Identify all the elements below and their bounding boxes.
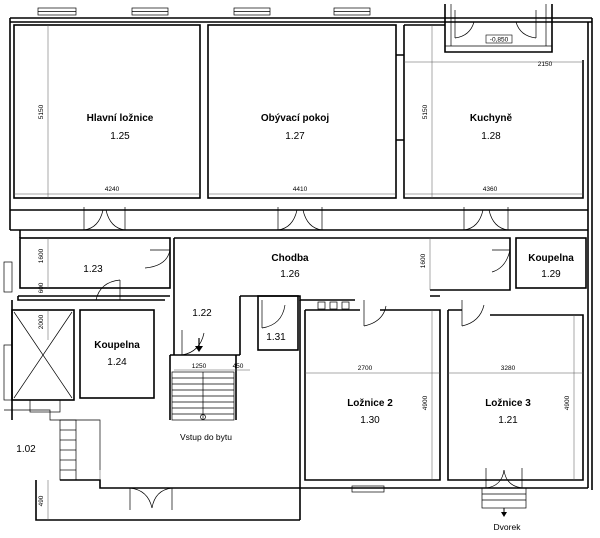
dim-4900-a: 4900 <box>422 395 429 410</box>
room-number-1-25: 1.25 <box>110 131 130 142</box>
dim-1600-left: 1600 <box>38 248 45 263</box>
room-name-obyvaci-pokoj: Obývací pokoj <box>261 113 330 124</box>
bedroom-windows <box>351 485 527 509</box>
balcony: -0,850 <box>444 4 553 53</box>
yard-label: Dvorek <box>494 522 522 532</box>
entrance-arrow <box>195 338 203 352</box>
dim-2150: 2150 <box>538 61 553 68</box>
dim-4240: 4240 <box>105 186 120 193</box>
dim-4900-b: 4900 <box>564 395 571 410</box>
room-name-loznice-2: Ložnice 2 <box>347 398 393 409</box>
room-name-loznice-3: Ložnice 3 <box>485 398 531 409</box>
dim-5150-left: 5150 <box>38 104 45 119</box>
walls <box>3 17 593 521</box>
top-windows <box>37 7 371 16</box>
balcony-level: -0,850 <box>490 37 509 44</box>
dim-4410: 4410 <box>293 186 308 193</box>
room-number-1-02: 1.02 <box>16 444 36 455</box>
room-name-koupelna-129: Koupelna <box>528 253 574 264</box>
room-number-1-27: 1.27 <box>285 131 305 142</box>
room-number-1-21: 1.21 <box>498 415 518 426</box>
room-number-1-22: 1.22 <box>192 308 212 319</box>
room-name-hlavni-loznice: Hlavní ložnice <box>87 113 154 124</box>
dim-600: 600 <box>38 282 45 293</box>
room-name-chodba: Chodba <box>271 253 309 264</box>
room-number-1-31: 1.31 <box>266 332 286 343</box>
room-number-1-26: 1.26 <box>280 269 300 280</box>
room-labels: Hlavní ložnice 1.25 Obývací pokoj 1.27 K… <box>16 113 574 455</box>
dim-3280: 3280 <box>501 365 516 372</box>
dimension-texts: 5150 5150 4240 4410 4360 2150 1600 1600 … <box>38 61 571 506</box>
entrance-stairs <box>171 371 235 421</box>
room-number-1-30: 1.30 <box>360 415 380 426</box>
other-labels: Vstup do bytu Dvorek <box>180 432 521 532</box>
room-number-1-23: 1.23 <box>83 264 103 275</box>
dim-490: 490 <box>38 495 45 506</box>
dim-1250: 1250 <box>192 363 207 370</box>
dim-1600-mid: 1600 <box>420 253 427 268</box>
lower-stairs <box>4 399 101 481</box>
dim-2000: 2000 <box>38 314 45 329</box>
dimension-lines <box>14 25 583 520</box>
dim-5150-right: 5150 <box>422 104 429 119</box>
room-number-1-24: 1.24 <box>107 357 127 368</box>
yard-arrow <box>501 508 507 517</box>
room-name-kuchyne: Kuchyně <box>470 113 513 124</box>
room-number-1-28: 1.28 <box>481 131 501 142</box>
dim-450: 450 <box>233 363 244 370</box>
dim-4360: 4360 <box>483 186 498 193</box>
doors <box>83 207 523 510</box>
dim-2700: 2700 <box>358 365 373 372</box>
room-name-koupelna-124: Koupelna <box>94 340 140 351</box>
room-number-1-29: 1.29 <box>541 269 561 280</box>
entrance-label: Vstup do bytu <box>180 432 232 442</box>
